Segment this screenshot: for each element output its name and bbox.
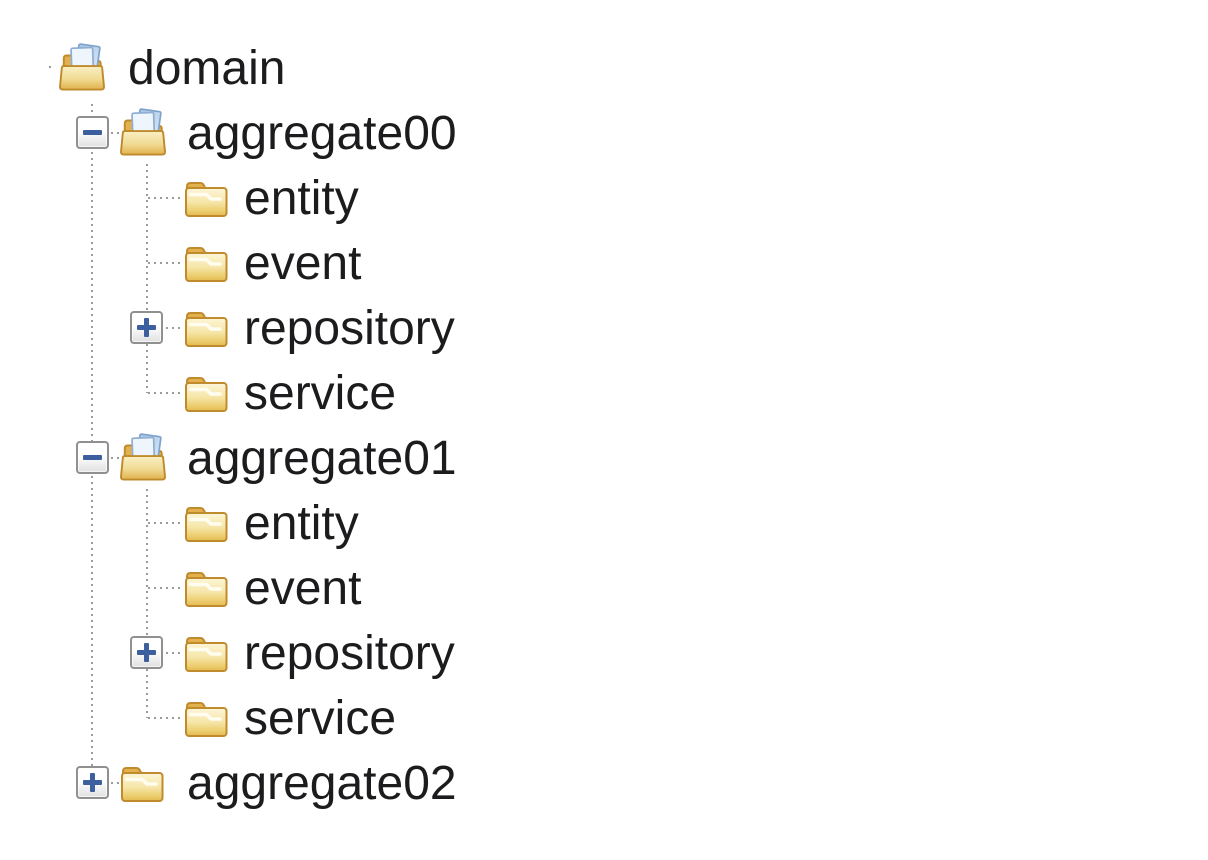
tree-connector-hline xyxy=(166,327,181,329)
tree-connector-hline xyxy=(148,197,182,199)
tree-connector-vline-aggregate01 xyxy=(146,489,148,718)
tree-node-label: service xyxy=(244,692,397,745)
tree-node-label: repository xyxy=(244,302,455,355)
tree-node-label: service xyxy=(244,367,397,420)
tree-node-domain[interactable]: domain xyxy=(0,36,1208,100)
tree-node-label: event xyxy=(244,237,362,290)
folder-open-icon xyxy=(119,108,167,158)
tree-node-repository[interactable]: repository xyxy=(0,296,1208,360)
tree-node-label: repository xyxy=(244,627,455,680)
tree-connector-hline xyxy=(148,522,182,524)
plus-icon xyxy=(144,643,149,662)
tree-node-event[interactable]: event xyxy=(0,556,1208,620)
tree-node-entity[interactable]: entity xyxy=(0,491,1208,555)
folder-open-icon xyxy=(58,43,106,93)
minus-icon xyxy=(83,455,102,460)
folder-closed-icon xyxy=(183,307,229,349)
folder-closed-icon xyxy=(183,697,229,739)
tree-node-label: aggregate02 xyxy=(187,757,457,810)
folder-closed-icon xyxy=(183,502,229,544)
tree-connector-hline xyxy=(111,132,119,134)
tree-connector-hline xyxy=(111,782,119,784)
tree-node-repository[interactable]: repository xyxy=(0,621,1208,685)
folder-closed-icon xyxy=(183,242,229,284)
plus-icon xyxy=(90,773,95,792)
tree-node-aggregate02[interactable]: aggregate02 xyxy=(0,751,1208,815)
folder-closed-icon xyxy=(183,567,229,609)
tree-node-service[interactable]: service xyxy=(0,361,1208,425)
tree-connector-hline xyxy=(148,392,182,394)
tree-connector-hline xyxy=(148,717,182,719)
tree-node-label: aggregate00 xyxy=(187,107,457,160)
collapse-toggle[interactable] xyxy=(76,441,109,474)
tree-node-label: aggregate01 xyxy=(187,432,457,485)
tree-connector-hline xyxy=(148,262,182,264)
tree-node-service[interactable]: service xyxy=(0,686,1208,750)
expand-toggle[interactable] xyxy=(130,636,163,669)
tree-node-event[interactable]: event xyxy=(0,231,1208,295)
tree-node-label: event xyxy=(244,562,362,615)
tree-node-aggregate01[interactable]: aggregate01 xyxy=(0,426,1208,490)
tree-connector-vline-aggregate00 xyxy=(146,164,148,393)
expand-toggle[interactable] xyxy=(76,766,109,799)
folder-closed-icon xyxy=(119,762,165,804)
expand-toggle[interactable] xyxy=(130,311,163,344)
tree-node-aggregate00[interactable]: aggregate00 xyxy=(0,101,1208,165)
tree-node-label: entity xyxy=(244,497,359,550)
folder-open-icon xyxy=(119,433,167,483)
tree-connector-hline xyxy=(166,652,181,654)
tree-node-label: domain xyxy=(128,42,286,95)
tree-connector-root-stub xyxy=(49,66,53,68)
tree-connector-vline-root xyxy=(91,104,93,766)
folder-closed-icon xyxy=(183,632,229,674)
tree-connector-hline xyxy=(148,587,182,589)
tree-node-label: entity xyxy=(244,172,359,225)
minus-icon xyxy=(83,130,102,135)
folder-closed-icon xyxy=(183,372,229,414)
tree-connector-hline xyxy=(111,457,119,459)
collapse-toggle[interactable] xyxy=(76,116,109,149)
plus-icon xyxy=(144,318,149,337)
folder-closed-icon xyxy=(183,177,229,219)
tree-node-entity[interactable]: entity xyxy=(0,166,1208,230)
